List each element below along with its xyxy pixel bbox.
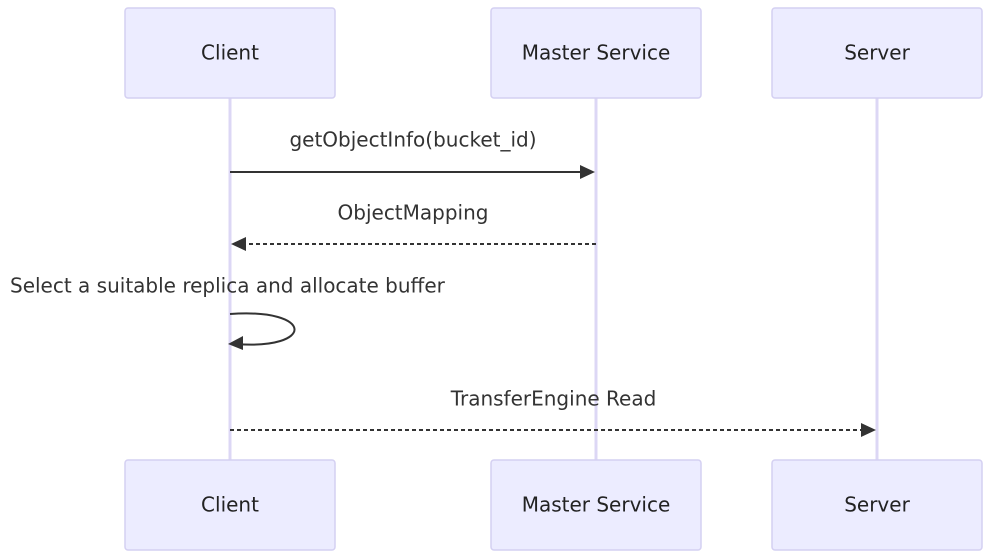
message-label: getObjectInfo(bucket_id) bbox=[289, 128, 536, 152]
actor-box bbox=[771, 459, 983, 551]
actor-box bbox=[490, 459, 702, 551]
actor-box bbox=[124, 459, 336, 551]
actor-box bbox=[771, 7, 983, 99]
message-label: ObjectMapping bbox=[338, 201, 489, 225]
actor-box bbox=[124, 7, 336, 99]
message-label: Select a suitable replica and allocate b… bbox=[10, 274, 446, 298]
actor-box bbox=[490, 7, 702, 99]
arrowhead bbox=[228, 336, 243, 350]
message-2: ObjectMapping bbox=[231, 201, 596, 251]
actor-client-bottom: Client bbox=[124, 459, 336, 551]
actor-label: Server bbox=[844, 41, 910, 65]
actor-master-bottom: Master Service bbox=[490, 459, 702, 551]
message-4: TransferEngine Read bbox=[230, 387, 876, 437]
actors-top: Client Master Service Server bbox=[124, 7, 983, 99]
message-line bbox=[229, 312, 296, 346]
message-label: TransferEngine Read bbox=[450, 387, 657, 411]
actor-label: Server bbox=[844, 493, 910, 517]
actor-client-top: Client bbox=[124, 7, 336, 99]
actor-label: Master Service bbox=[522, 41, 671, 65]
actor-server-bottom: Server bbox=[771, 459, 983, 551]
arrowhead bbox=[861, 423, 876, 437]
messages: getObjectInfo(bucket_id) ObjectMappingSel… bbox=[10, 128, 876, 437]
message-1: getObjectInfo(bucket_id) bbox=[230, 128, 595, 179]
arrowhead bbox=[231, 237, 246, 251]
actor-label: Client bbox=[201, 493, 259, 517]
arrowhead bbox=[580, 165, 595, 179]
actor-label: Master Service bbox=[522, 493, 671, 517]
actor-master-top: Master Service bbox=[490, 7, 702, 99]
actors-bottom: Client Master Service Server bbox=[124, 459, 983, 551]
message-3: Select a suitable replica and allocate b… bbox=[10, 274, 446, 350]
actor-server-top: Server bbox=[771, 7, 983, 99]
actor-label: Client bbox=[201, 41, 259, 65]
lifelines bbox=[228, 98, 879, 460]
